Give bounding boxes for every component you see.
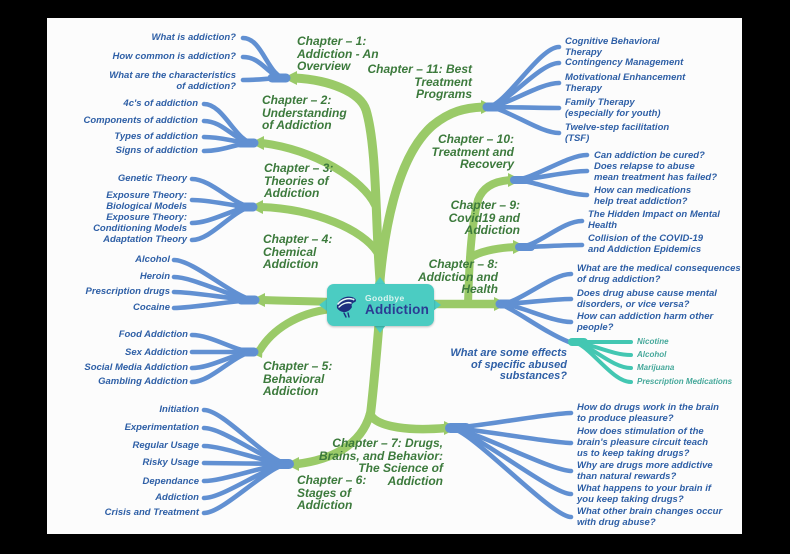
chapter-9-item[interactable]: The Hidden Impact on Mental Health [588, 209, 720, 231]
chapter-3-item[interactable]: Adaptation Theory [103, 234, 187, 245]
chapter-1-item[interactable]: What are the characteristics of addictio… [109, 70, 236, 92]
chapter-7-item[interactable]: How does stimulation of the brain's plea… [577, 426, 709, 459]
chapter-6-item[interactable]: Risky Usage [142, 457, 199, 468]
chapter-2-item[interactable]: 4c's of addiction [123, 98, 198, 109]
chapter-10-label[interactable]: Chapter – 10: Treatment and Recovery [431, 132, 514, 171]
chapter-4-label[interactable]: Chapter – 4: Chemical Addiction [263, 232, 333, 271]
chapter-8-label[interactable]: Chapter – 8: Addiction and Health [418, 257, 498, 296]
chapter-1-label[interactable]: Chapter – 1: Addiction - An Overview [297, 34, 379, 73]
chapter-8-item[interactable]: How can addiction harm other people? [577, 311, 714, 333]
chapter-8-item[interactable]: Does drug abuse cause mental disorders, … [577, 288, 717, 310]
chapter-7-item[interactable]: Why are drugs more addictive than natura… [577, 460, 713, 482]
chapter-9-item[interactable]: Collision of the COVID-19 and Addiction … [588, 233, 704, 255]
chapter-2-label[interactable]: Chapter – 2: Understanding of Addiction [262, 93, 347, 132]
chapter-2-item[interactable]: Components of addiction [83, 115, 198, 126]
chapter-7-label[interactable]: Chapter – 7: Drugs, Brains, and Behavior… [318, 436, 443, 488]
chapter-8-subtopic-label[interactable]: What are some effects of specific abused… [450, 347, 567, 382]
chapter-1-item[interactable]: What is addiction? [151, 32, 236, 43]
chapter-6-item[interactable]: Initiation [159, 404, 199, 415]
dove-icon [336, 296, 356, 318]
chapter-4-item[interactable]: Cocaine [133, 302, 170, 313]
substance-item[interactable]: Nicotine [637, 337, 669, 346]
chapter-3-item[interactable]: Exposure Theory: Biological Models [106, 190, 187, 212]
chapter-6-item[interactable]: Crisis and Treatment [104, 507, 199, 518]
brand-goodbye: Goodbye [365, 292, 405, 303]
chapter-6-label[interactable]: Chapter – 6: Stages of Addiction [297, 473, 367, 512]
chapter-6-item[interactable]: Dependance [142, 476, 200, 487]
chapter-2-item[interactable]: Signs of addiction [115, 145, 198, 156]
chapter-5-item[interactable]: Gambling Addiction [98, 376, 188, 387]
chapter-3-item[interactable]: Exposure Theory: Conditioning Models [93, 212, 187, 234]
brand-addiction: Addiction [365, 301, 430, 317]
chapter-3-label[interactable]: Chapter – 3: Theories of Addiction [264, 161, 334, 200]
chapter-4-item[interactable]: Heroin [139, 271, 170, 282]
chapter-11-item[interactable]: Cognitive Behavioral Therapy [565, 36, 660, 58]
substance-item[interactable]: Alcohol [637, 350, 667, 359]
chapter-10-item[interactable]: Can addiction be cured? [594, 150, 705, 161]
chapter-11-item[interactable]: Contingency Management [565, 57, 684, 68]
substance-item[interactable]: Prescription Medications [637, 377, 733, 386]
chapter-11-item[interactable]: Twelve-step facilitation (TSF) [565, 122, 670, 144]
chapter-10-item[interactable]: Does relapse to abuse mean treatment has… [594, 161, 718, 183]
chapter-6-item[interactable]: Regular Usage [132, 440, 199, 451]
chapter-5-item[interactable]: Food Addiction [118, 329, 188, 340]
chapter-6-item[interactable]: Experimentation [124, 422, 199, 433]
mind-map-canvas [47, 18, 742, 534]
substance-item[interactable]: Marijuana [637, 363, 675, 372]
chapter-4-item[interactable]: Prescription drugs [85, 286, 170, 297]
chapter-11-label[interactable]: Chapter – 11: Best Treatment Programs [367, 62, 472, 101]
chapter-7-item[interactable]: What happens to your brain if you keep t… [577, 483, 712, 505]
chapter-2-item[interactable]: Types of addiction [114, 131, 198, 142]
chapter-3-item[interactable]: Genetic Theory [117, 173, 187, 184]
center-node-goodbye-addiction[interactable]: Goodbye Addiction [327, 284, 434, 326]
chapter-8-item[interactable]: What are the medical consequences of dru… [577, 263, 741, 285]
chapter-9-label[interactable]: Chapter – 9: Covid19 and Addiction [448, 198, 520, 237]
chapter-4-item[interactable]: Alcohol [135, 254, 170, 265]
chapter-5-item[interactable]: Social Media Addiction [84, 362, 188, 373]
chapter-11-item[interactable]: Motivational Enhancement Therapy [565, 72, 686, 94]
chapter-1-item[interactable]: How common is addiction? [112, 51, 236, 62]
chapter-6-item[interactable]: Addiction [155, 492, 199, 503]
chapter-5-label[interactable]: Chapter – 5: Behavioral Addiction [263, 359, 333, 398]
chapter-7-item[interactable]: How do drugs work in the brain to produc… [577, 402, 719, 424]
chapter-11-item[interactable]: Family Therapy (especially for youth) [565, 97, 661, 119]
chapter-10-item[interactable]: How can medications help treat addiction… [594, 185, 692, 207]
chapter-7-item[interactable]: What other brain changes occur with drug… [577, 506, 723, 528]
chapter-5-item[interactable]: Sex Addiction [125, 347, 188, 358]
